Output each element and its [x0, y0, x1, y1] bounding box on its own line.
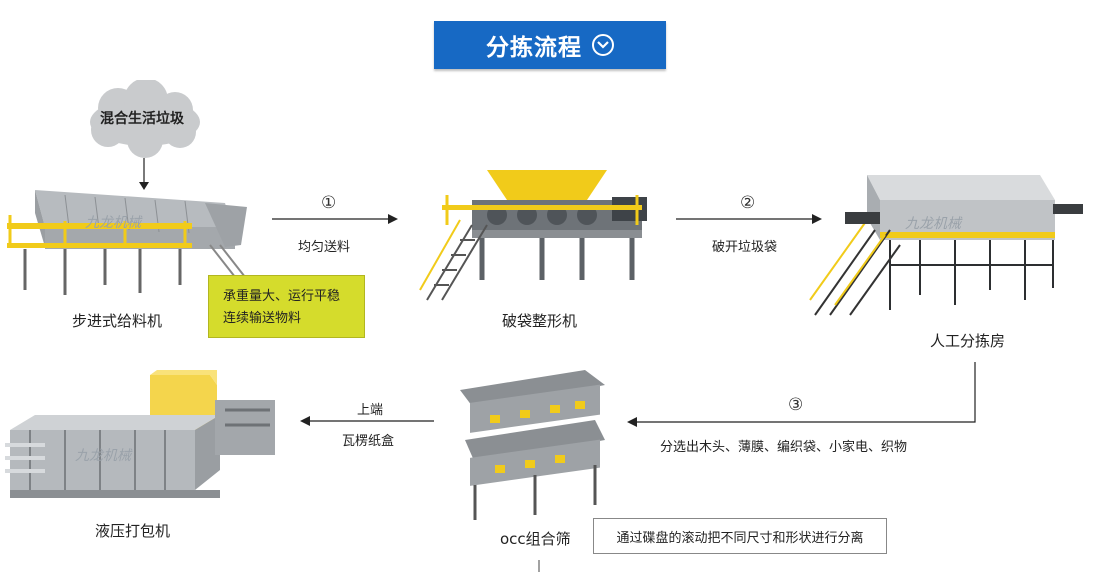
arrow-right-icon — [272, 214, 398, 224]
watermark-text: 九龙机械 — [905, 216, 963, 232]
output-bottom-label: 瓦楞纸盒 — [342, 434, 395, 449]
feeder-machine-illustration: 九龙机械 — [7, 190, 247, 295]
occ-screen-illustration — [460, 370, 605, 520]
arrow-right-icon — [676, 214, 822, 224]
sorting-room-label: 人工分拣房 — [930, 332, 1006, 350]
chevron-down-circle-icon — [592, 34, 614, 56]
screen-note-text: 通过碟盘的滚动把不同尺寸和形状进行分离 — [616, 530, 864, 546]
bag-breaker-illustration — [419, 170, 647, 301]
baler-illustration: 九龙机械 — [5, 370, 275, 498]
arrow-left-icon — [300, 416, 434, 426]
feeder-note-box: 承重量大、运行平稳 连续输送物料 — [208, 275, 365, 338]
screen-note-box: 通过碟盘的滚动把不同尺寸和形状进行分离 — [593, 518, 887, 554]
arrow-down-icon — [139, 158, 149, 190]
sorting-room-illustration: 九龙机械 — [809, 175, 1083, 316]
page-title: 分拣流程 — [486, 35, 582, 61]
feeder-note-line2: 连续输送物料 — [223, 311, 302, 326]
step2-number: ② — [740, 193, 756, 213]
occ-screen-label: occ组合筛 — [500, 530, 571, 548]
step3-number: ③ — [788, 395, 804, 415]
output-top-label: 上端 — [357, 403, 384, 418]
bag-breaker-label: 破袋整形机 — [502, 312, 578, 330]
baler-label: 液压打包机 — [95, 522, 171, 540]
watermark-text: 九龙机械 — [85, 215, 143, 231]
feeder-label: 步进式给料机 — [72, 312, 163, 330]
step1-number: ① — [321, 193, 337, 213]
step3-connector-arrow — [627, 362, 976, 427]
cloud-label: 混合生活垃圾 — [100, 111, 184, 127]
step3-label: 分选出木头、薄膜、编织袋、小家电、织物 — [660, 440, 908, 455]
step1-label: 均匀送料 — [298, 240, 351, 255]
feeder-note-line1: 承重量大、运行平稳 — [223, 289, 341, 304]
title-banner: 分拣流程 — [434, 21, 666, 69]
cloud-shape — [90, 80, 200, 158]
divider-tick — [538, 560, 540, 572]
step2-label: 破开垃圾袋 — [712, 240, 778, 255]
watermark-text: 九龙机械 — [75, 448, 133, 464]
